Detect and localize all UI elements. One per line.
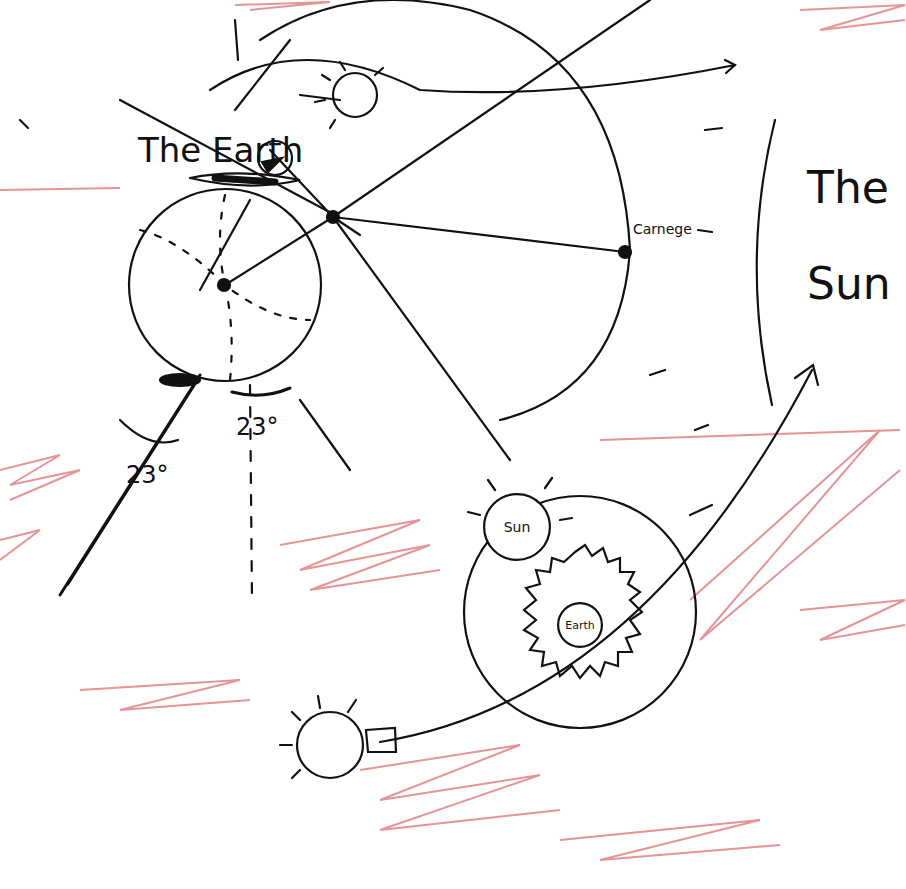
circle-node: Sun xyxy=(483,493,551,561)
angle-label: 23° xyxy=(236,412,306,442)
earth-title: The Earth xyxy=(138,128,338,172)
node-text: Sun xyxy=(504,519,531,535)
sun-title: The Sun xyxy=(807,140,903,332)
circle-node: Earth xyxy=(557,602,603,648)
earth-sketch xyxy=(20,0,818,778)
node-text: Earth xyxy=(565,619,595,632)
angle-label: 23° xyxy=(126,460,196,490)
red-scribbles xyxy=(0,2,905,860)
point-label: Carnege xyxy=(633,220,723,238)
